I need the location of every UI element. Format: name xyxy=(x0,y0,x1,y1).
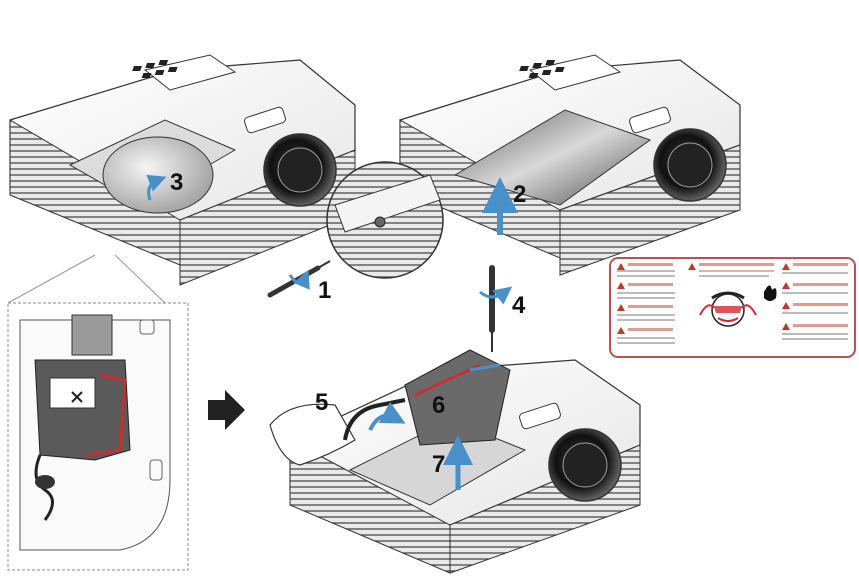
lift-arrow-icon xyxy=(368,401,406,431)
projector-lamp-removal: 4 5 6 7 xyxy=(269,265,641,574)
step-6-label: 6 xyxy=(432,392,445,419)
caution-triangle-icon xyxy=(782,302,790,309)
caution-triangle-icon xyxy=(617,282,625,289)
caution-triangle-icon xyxy=(617,304,625,311)
rotate-arrow-icon xyxy=(479,286,513,305)
warning-text-column-right xyxy=(782,263,848,340)
warning-text-center xyxy=(688,263,774,277)
face-mask-illustration xyxy=(699,291,757,327)
caution-triangle-icon xyxy=(782,323,790,330)
caution-triangle-icon xyxy=(617,263,625,270)
step-2-label: 2 xyxy=(513,181,526,208)
step-5-label: 5 xyxy=(315,389,328,416)
caution-triangle-icon xyxy=(782,282,790,289)
warning-text-column-left xyxy=(617,263,675,344)
caution-triangle-icon xyxy=(617,327,625,334)
rotate-arrow-icon xyxy=(146,174,167,201)
step-3-label: 3 xyxy=(170,169,183,196)
keypad xyxy=(132,54,237,91)
caution-triangle-icon xyxy=(782,263,790,270)
projector-cover-removal: 2 xyxy=(399,54,741,276)
rotate-arrow-icon xyxy=(288,269,310,290)
step-4-label: 4 xyxy=(512,292,526,319)
next-step-arrow-icon xyxy=(208,390,245,430)
lamp-module-inset xyxy=(7,254,189,571)
hot-lamp-icon xyxy=(764,285,777,301)
step-1-label: 1 xyxy=(318,277,331,304)
hand xyxy=(269,403,356,466)
projector-lamp-bay-open: 3 xyxy=(9,54,356,286)
keypad xyxy=(519,54,622,91)
step-7-label: 7 xyxy=(432,451,445,478)
screw-detail-magnifier xyxy=(326,161,444,279)
caution-triangle-icon xyxy=(688,263,696,270)
warning-label xyxy=(609,257,856,358)
lamp-module xyxy=(404,349,511,446)
red-wire xyxy=(84,373,127,457)
